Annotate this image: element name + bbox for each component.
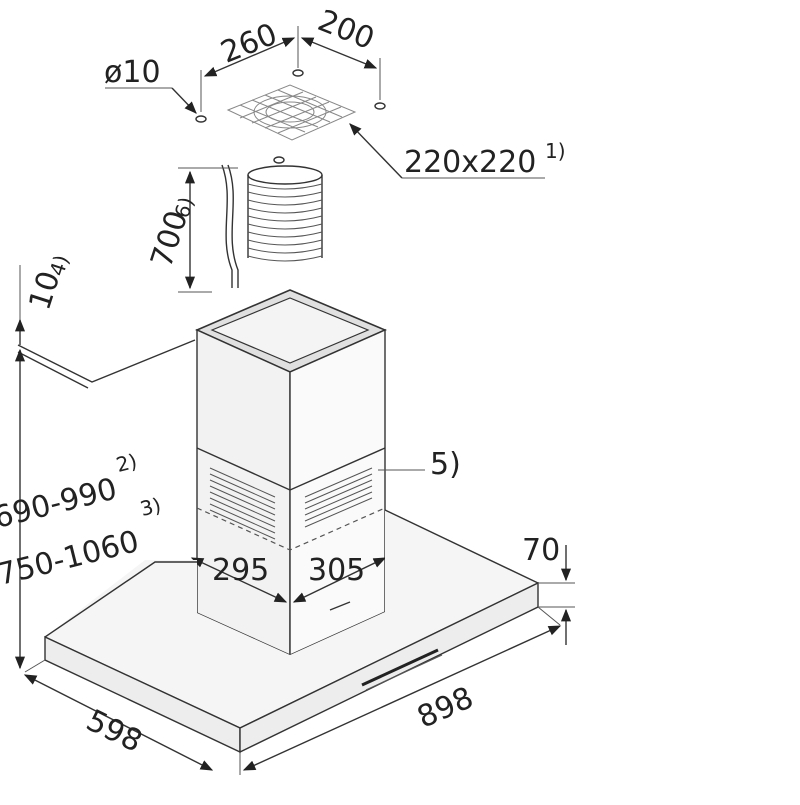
canopy-depth-label: 598 (81, 703, 148, 760)
chimney (195, 289, 388, 657)
grille-size-label: 220x220 (404, 145, 536, 180)
ceiling-bracket (195, 69, 386, 164)
dim-260-label: 260 (216, 17, 282, 71)
chimney-width-label: 305 (308, 553, 365, 588)
dim-200-label: 200 (313, 3, 379, 57)
hole-diameter-callout: ø10 (104, 55, 197, 114)
chimney-depth-label: 295 (212, 553, 269, 588)
mounting-hole (195, 115, 207, 123)
mounting-hole (374, 102, 386, 110)
hole-diameter-label: ø10 (104, 55, 161, 90)
ceiling-line (17, 339, 196, 389)
power-cable (221, 164, 233, 288)
mounting-hole (273, 156, 285, 164)
note-5-callout: 5) (378, 447, 461, 482)
height-range-b-note: 3) (138, 493, 164, 521)
duct-length-dim: 700 6) (144, 167, 238, 293)
chimney-size-dim: 295 305 (190, 553, 387, 603)
height-range-a-label: 690-990 (0, 472, 120, 536)
canopy-height-dim: 70 (522, 533, 575, 645)
ceiling-gap-dim: 10 4) (14, 252, 74, 345)
power-cable-2 (227, 164, 239, 288)
ventilation-grille (226, 84, 357, 141)
flexible-duct (247, 165, 323, 262)
note-5-label: 5) (430, 447, 461, 482)
grille-size-note: 1) (545, 139, 566, 163)
grille-size-callout: 220x220 1) (349, 123, 566, 180)
mounting-hole (292, 69, 304, 77)
height-range-a-note: 2) (114, 449, 140, 477)
canopy-height-label: 70 (522, 533, 560, 568)
